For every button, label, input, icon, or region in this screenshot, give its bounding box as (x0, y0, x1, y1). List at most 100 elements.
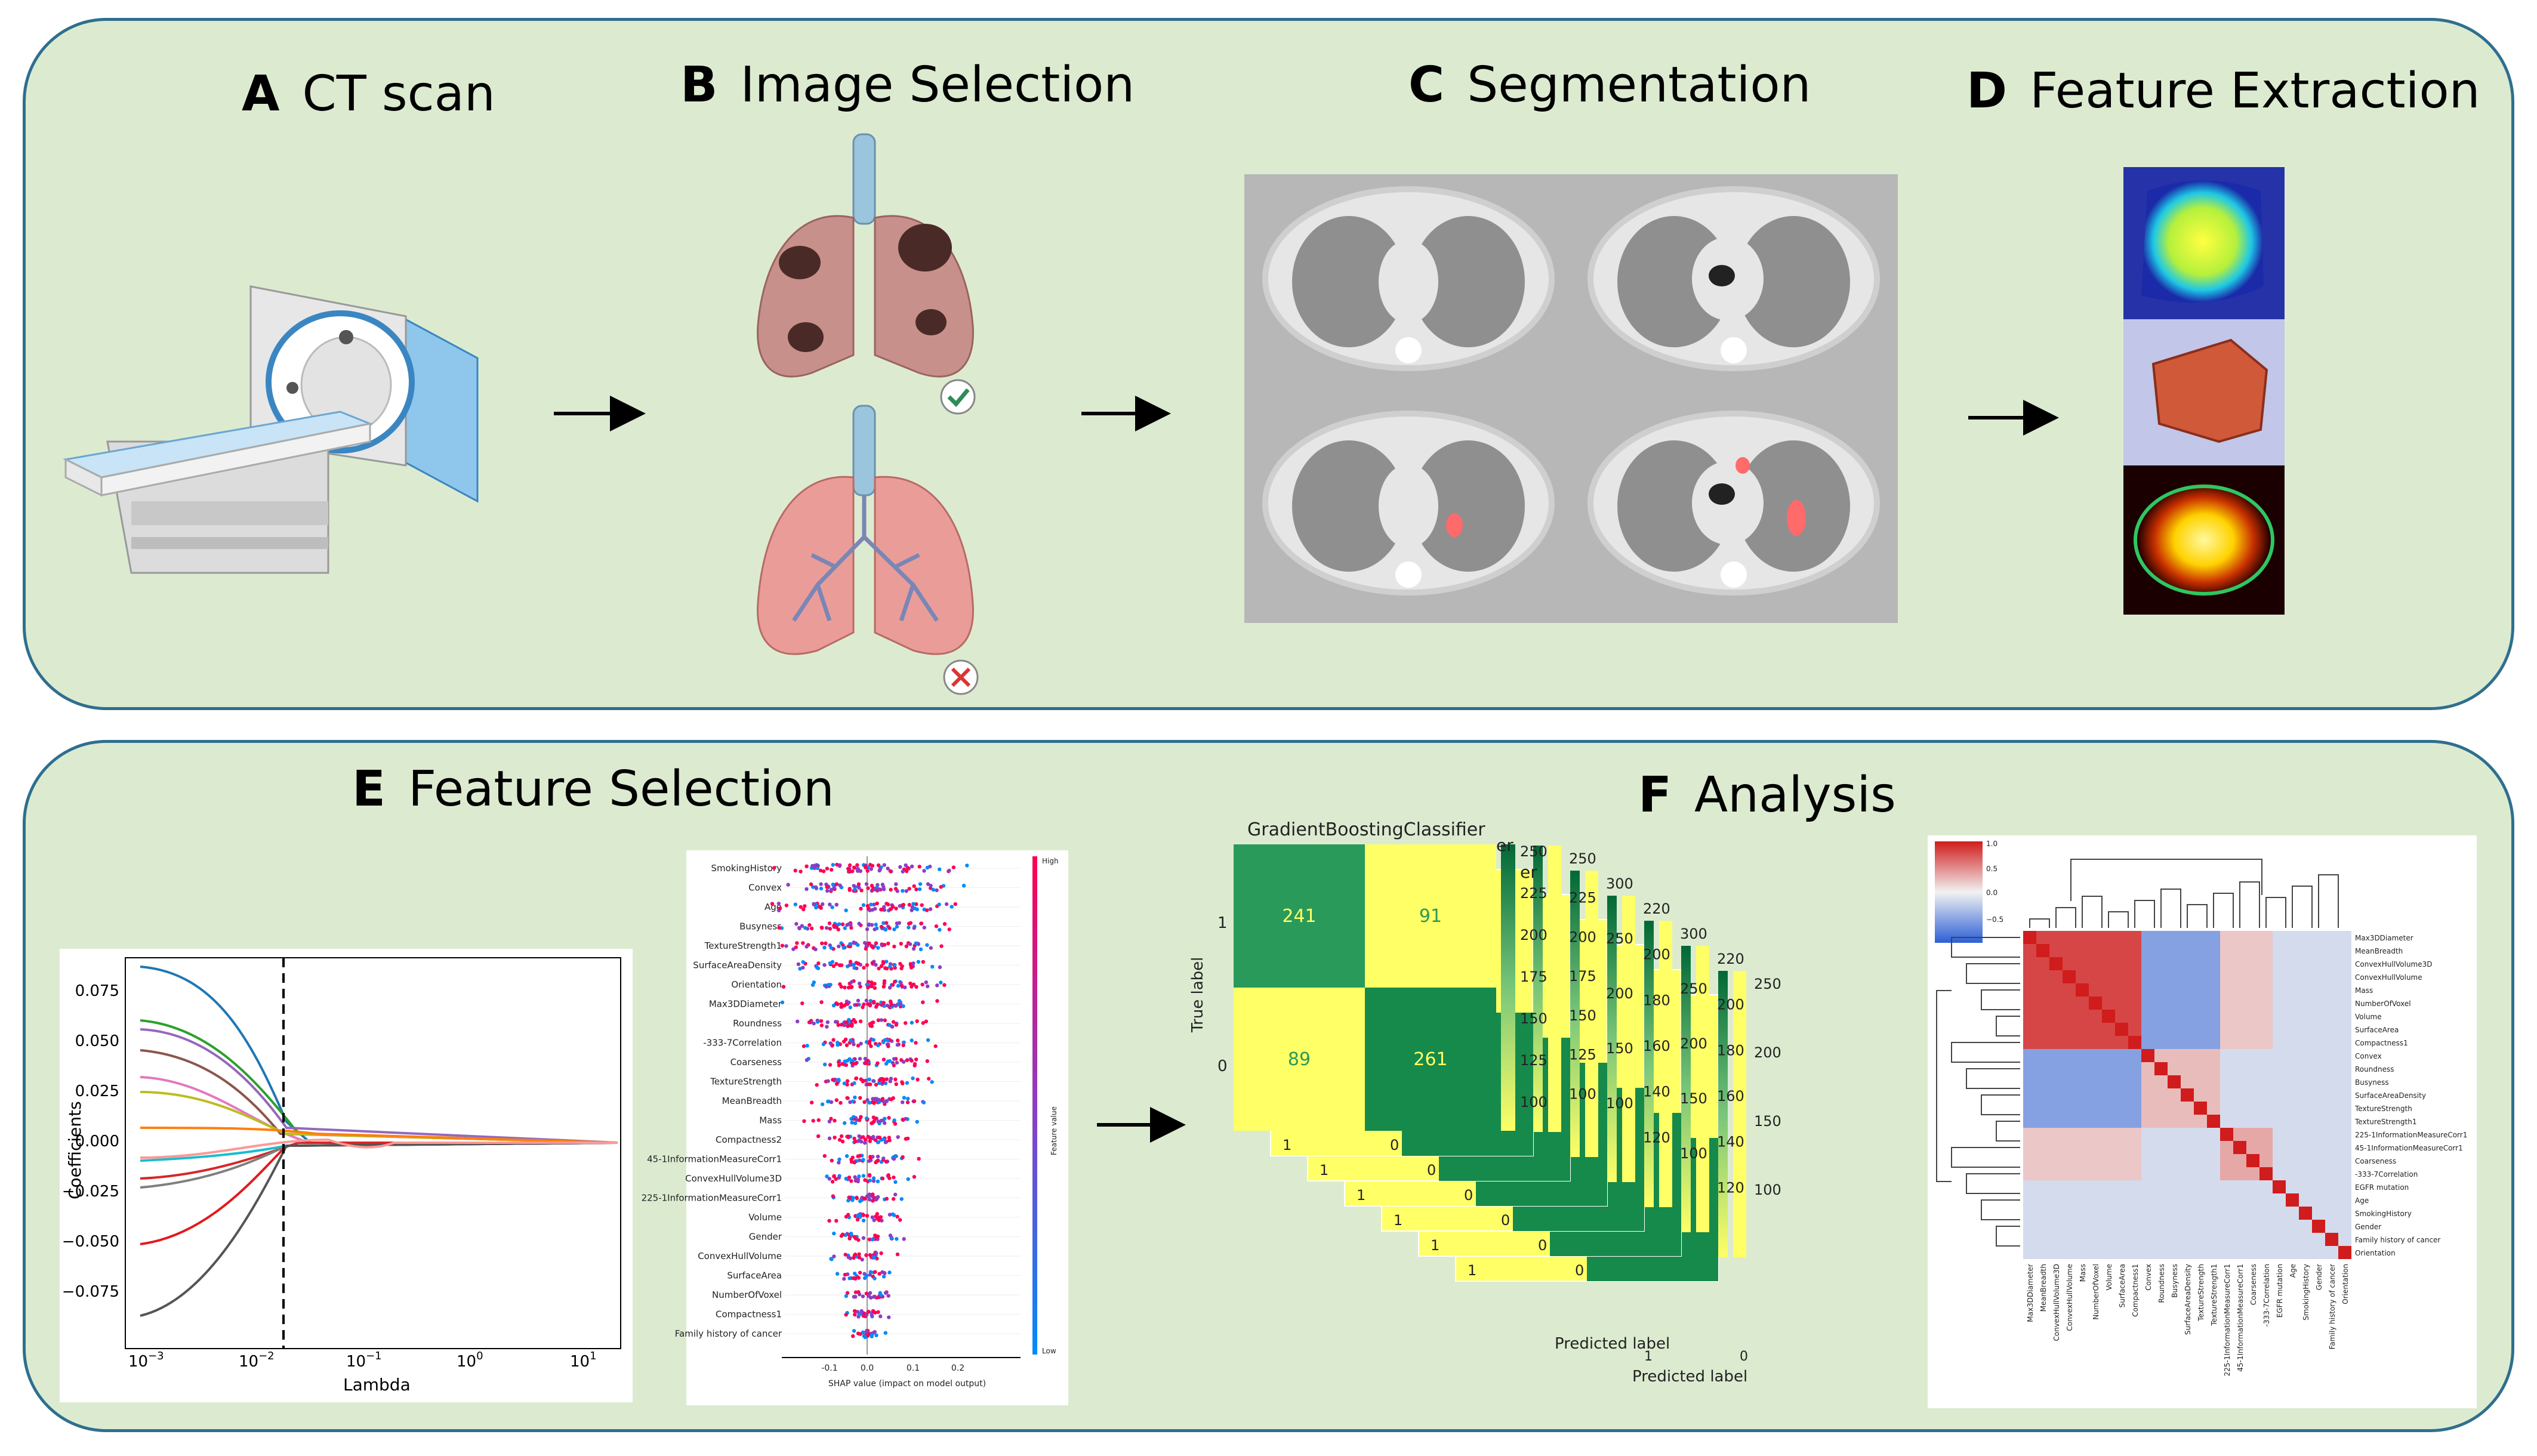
shap-feature-label: ConvexHullVolume (698, 1251, 782, 1261)
cm-col-tick: 0 (1740, 1349, 1748, 1364)
shap-feature-label: Compactness2 (716, 1134, 782, 1145)
heatmap-row-label: Orientation (2355, 1249, 2396, 1257)
cm-col-tick: 1 (1357, 1187, 1365, 1204)
shap-feature-label: Volume (748, 1212, 782, 1223)
cm-cbar-tick: 200 (1754, 1044, 1781, 1061)
heatmap-row-label: SmokingHistory (2355, 1210, 2412, 1218)
heatmap-row-label: 225-1InformationMeasureCorr1 (2355, 1131, 2467, 1139)
cm-cbar-tick: 100 (1569, 1085, 1596, 1102)
cm-cell-tn (1365, 988, 1496, 1131)
lasso-ylabel: Coefficients (65, 1101, 85, 1199)
heatmap-col-label: Coarseness (2249, 1264, 2258, 1305)
heatmap-col-label: Busyness (2171, 1264, 2179, 1298)
shap-feature-label: Max3DDiameter (709, 999, 782, 1010)
shap-feature-label: Family history of cancer (675, 1328, 782, 1339)
cm-cbar-tick: 100 (1754, 1182, 1781, 1198)
cm-cbar-tick: 225 (1520, 885, 1548, 902)
shap-feature-label: Gender (749, 1232, 782, 1242)
cm-title: GradientBoostingClassifier (1247, 819, 1485, 840)
xtick-3: 10−1 (346, 1350, 382, 1371)
heatmap-col-label: ConvexHullVolume3D (2052, 1264, 2061, 1341)
cm-cbar-tick: 200 (1520, 927, 1548, 943)
lasso-path-plot: 0.075 0.050 0.025 0.000 −0.025 −0.050 −0… (60, 949, 633, 1402)
cm-cbar-tick: 140 (1717, 1134, 1744, 1150)
cm-col-tick: 1 (1468, 1262, 1476, 1279)
hm-cbar-3: 0.0 (1986, 889, 1997, 897)
cm-cbar-tick: 300 (1680, 926, 1707, 942)
heatmap-row-label: Max3DDiameter (2355, 934, 2413, 942)
shap-feature-label: 225-1InformationMeasureCorr1 (642, 1193, 782, 1204)
cm-col-tick: 0 (1501, 1212, 1510, 1229)
shap-xtick-3: 0.1 (907, 1364, 920, 1373)
heatmap-row-label: SurfaceAreaDensity (2355, 1091, 2426, 1100)
shap-feature-label: -333-7Correlation (703, 1038, 782, 1048)
cm-cbar-tick: 220 (1717, 951, 1744, 967)
ct-slice-2 (1587, 186, 1880, 371)
xtick-1: 10−3 (128, 1350, 164, 1371)
cm-cbar-tick: 250 (1606, 930, 1633, 947)
heatmap-col-label: Max3DDiameter (2026, 1264, 2034, 1322)
cm-col-tick: 1 (1283, 1137, 1291, 1153)
heatmap-row-label: 45-1InformationMeasureCorr1 (2355, 1144, 2463, 1152)
cm-cbar-tick: 250 (1754, 976, 1781, 992)
cm-cbar-tick: 250 (1680, 980, 1707, 997)
cm-value-1: 241 (1282, 906, 1316, 927)
shap-feature-label: Compactness1 (716, 1309, 782, 1320)
shap-xlabel: SHAP value (impact on model output) (828, 1379, 986, 1389)
top-dendrogram (2029, 859, 2339, 928)
heatmap-row-label: Coarseness (2355, 1157, 2396, 1165)
heatmap-col-labels: Max3DDiameter MeanBreadth ConvexHullVolume… (2026, 1264, 2350, 1376)
heatmap-col-label: MeanBreadth (2039, 1264, 2048, 1312)
confusion-matrices: 250 200 150 100 1 0 220 200 180 160 140 120 1 0 300 250… (1189, 819, 1781, 1386)
cm-cbar-tick: 160 (1643, 1038, 1670, 1054)
ct-slice-4 (1587, 411, 1880, 596)
cm-pred-label: Predicted label (1632, 1368, 1747, 1386)
cm-cbar-tick: 200 (1569, 928, 1596, 945)
shap-feature-label: Convex (748, 883, 782, 893)
heatmap-col-label: Age (2289, 1264, 2297, 1278)
cm-cbar-tick: 200 (1680, 1035, 1707, 1052)
heatmap-col-label: 45-1InformationMeasureCorr1 (2236, 1264, 2245, 1372)
shap-cbar-high: High (1042, 857, 1059, 865)
cm-row-tick-0: 0 (1217, 1057, 1228, 1075)
cm-cbar-tick: 120 (1643, 1129, 1670, 1146)
cm-cbar-tick: 140 (1643, 1084, 1670, 1100)
cm-title-tail: er (1520, 862, 1537, 882)
heatmap-col-label: TextureStrength1 (2210, 1264, 2218, 1326)
heatmap-col-label: Mass (2079, 1264, 2087, 1282)
heatmap-col-label: Gender (2315, 1264, 2323, 1290)
shap-feature-label: Mass (759, 1115, 782, 1126)
cm-cell-tp (1234, 844, 1365, 988)
cm-value-2: 91 (1419, 906, 1442, 927)
xtick-5: 101 (570, 1350, 597, 1371)
cm-cbar-tick: 150 (1754, 1113, 1781, 1130)
cm-cbar-tick: 150 (1680, 1090, 1707, 1107)
heatmap-col-label: TextureStrength (2197, 1264, 2205, 1322)
shap-feature-label: ConvexHullVolume3D (685, 1173, 782, 1184)
shap-colorbar (1032, 856, 1037, 1355)
cm-cbar-tick: 160 (1717, 1088, 1744, 1105)
ct-slice-3 (1262, 411, 1555, 596)
heatmap-row-label: Compactness1 (2355, 1039, 2408, 1047)
heatmap-row-label: ConvexHullVolume (2355, 973, 2422, 982)
shap-feature-label: 45-1InformationMeasureCorr1 (647, 1154, 782, 1165)
cm-cbar-tick: 125 (1520, 1052, 1548, 1069)
hm-cbar-2: 0.5 (1986, 865, 1997, 873)
shap-cbar-low: Low (1042, 1347, 1056, 1355)
cm-col-tick: 1 (1431, 1237, 1439, 1254)
cm-cbar-tick: 180 (1717, 1042, 1744, 1059)
cm-cbar-tick: 300 (1606, 875, 1633, 892)
heatmap-col-label: Convex (2144, 1264, 2153, 1291)
ytick-5: −0.025 (62, 1183, 119, 1201)
cm-cbar-tick: 250 (1520, 843, 1548, 860)
heatmap-col-label: EGFR mutation (2276, 1264, 2284, 1318)
hm-cbar-1: 1.0 (1986, 840, 1997, 848)
cm-value-3: 89 (1288, 1049, 1311, 1070)
heatmap-col-label: Roundness (2157, 1264, 2166, 1303)
shap-feature-label: Busyness (739, 921, 782, 932)
cm-cbar-tick: 200 (1606, 985, 1633, 1002)
